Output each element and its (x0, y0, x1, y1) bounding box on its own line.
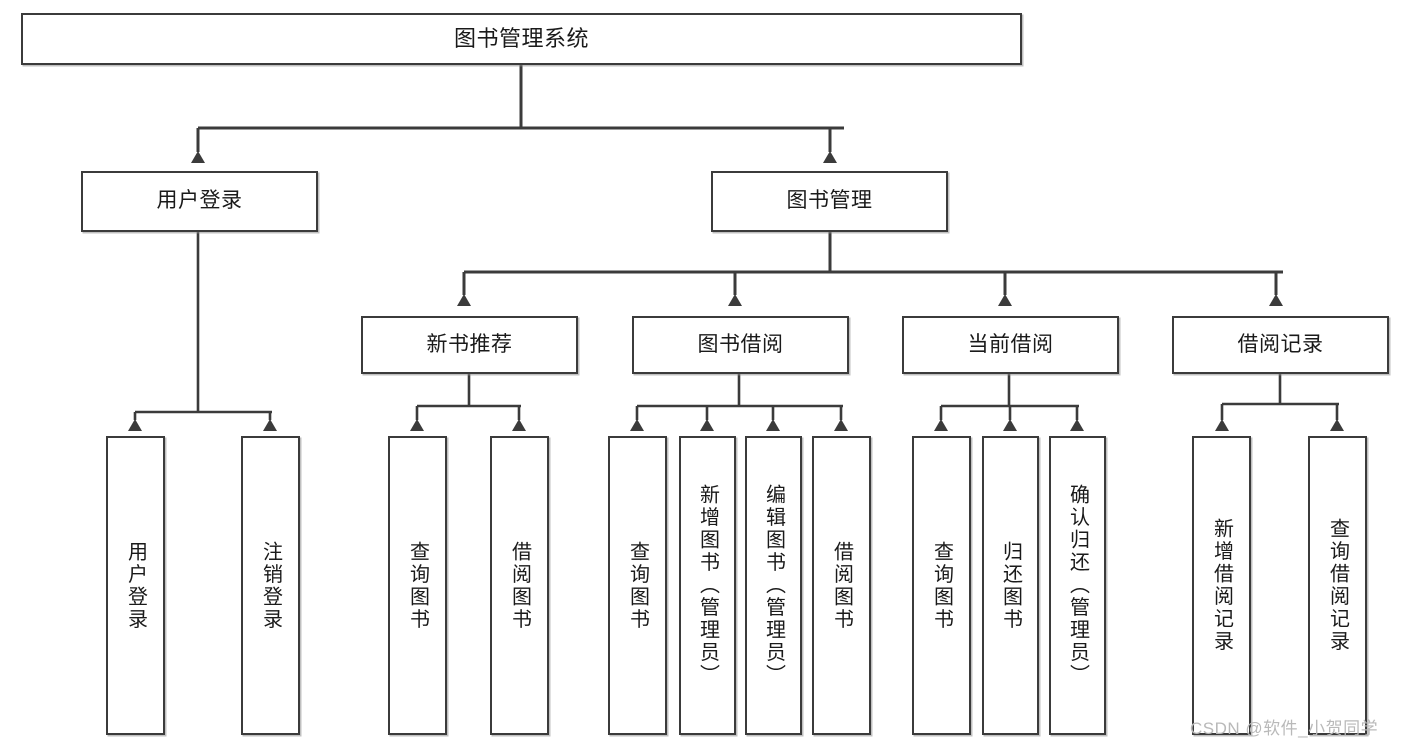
node-new-book-rec[interactable]: 新书推荐 (361, 316, 578, 374)
node-book-borrow[interactable]: 图书借阅 (632, 316, 849, 374)
node-leaf-user-login-label: 用户登录 (124, 540, 147, 631)
node-leaf-user-login[interactable]: 用户登录 (106, 436, 165, 735)
node-leaf-confirm-return-label: 确认归还（管理员） (1066, 484, 1089, 687)
node-leaf-edit-book-label: 编辑图书（管理员） (762, 484, 785, 687)
node-root-label: 图书管理系统 (453, 26, 589, 52)
node-leaf-query-book-3-label: 查询图书 (930, 540, 953, 631)
node-borrow-record-label: 借阅记录 (1237, 332, 1324, 356)
node-book-manage-label: 图书管理 (786, 189, 873, 213)
node-current-borrow[interactable]: 当前借阅 (902, 316, 1119, 374)
node-book-manage[interactable]: 图书管理 (711, 171, 948, 232)
node-borrow-record[interactable]: 借阅记录 (1172, 316, 1389, 374)
node-current-borrow-label: 当前借阅 (967, 332, 1054, 356)
node-leaf-borrow-book-2-label: 借阅图书 (830, 540, 853, 631)
node-leaf-return-book[interactable]: 归还图书 (982, 436, 1039, 735)
node-leaf-add-record-label: 新增借阅记录 (1210, 518, 1233, 653)
node-leaf-edit-book[interactable]: 编辑图书（管理员） (745, 436, 802, 735)
node-new-book-rec-label: 新书推荐 (426, 332, 513, 356)
node-leaf-borrow-book-2[interactable]: 借阅图书 (812, 436, 871, 735)
node-leaf-query-record-label: 查询借阅记录 (1326, 518, 1349, 653)
node-user-login[interactable]: 用户登录 (81, 171, 318, 232)
node-root[interactable]: 图书管理系统 (21, 13, 1022, 65)
node-leaf-borrow-book-1[interactable]: 借阅图书 (490, 436, 549, 735)
node-leaf-query-book-2[interactable]: 查询图书 (608, 436, 667, 735)
node-leaf-query-record[interactable]: 查询借阅记录 (1308, 436, 1367, 735)
node-leaf-query-book-1[interactable]: 查询图书 (388, 436, 447, 735)
node-leaf-logout-label: 注销登录 (259, 540, 282, 631)
node-leaf-add-book[interactable]: 新增图书（管理员） (679, 436, 736, 735)
node-user-login-label: 用户登录 (156, 189, 243, 213)
node-leaf-confirm-return[interactable]: 确认归还（管理员） (1049, 436, 1106, 735)
node-leaf-add-record[interactable]: 新增借阅记录 (1192, 436, 1251, 735)
node-leaf-query-book-1-label: 查询图书 (406, 540, 429, 631)
node-leaf-add-book-label: 新增图书（管理员） (696, 484, 719, 687)
watermark: CSDN @软件_小贺同学 (1190, 719, 1379, 738)
node-leaf-borrow-book-1-label: 借阅图书 (508, 540, 531, 631)
node-leaf-return-book-label: 归还图书 (999, 540, 1022, 631)
node-book-borrow-label: 图书借阅 (697, 332, 784, 356)
node-leaf-query-book-2-label: 查询图书 (626, 540, 649, 631)
node-leaf-query-book-3[interactable]: 查询图书 (912, 436, 971, 735)
node-leaf-logout[interactable]: 注销登录 (241, 436, 300, 735)
